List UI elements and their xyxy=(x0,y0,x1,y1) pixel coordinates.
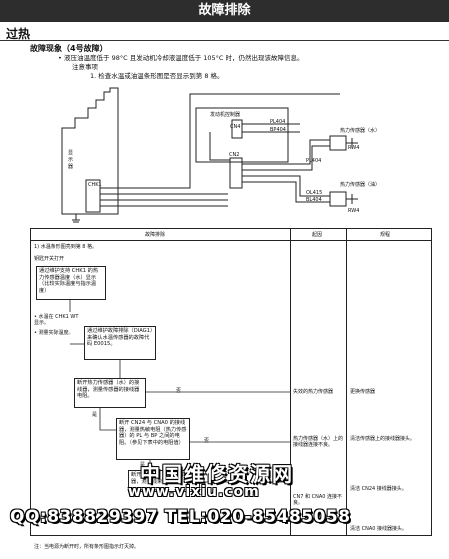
remedy-4: 清洁 CNA0 接线器接头。 xyxy=(350,526,408,532)
flow-box-4: 断开 CN24 与 CNA0 的接线器，测量热敏电阻（热力传感器）的 PL 与 … xyxy=(116,418,190,460)
table-intro-2: 钥匙开关打开 xyxy=(34,256,65,262)
conn-cn2-label: CN2 xyxy=(229,152,240,158)
remedy-1: 更换传感器 xyxy=(350,389,376,395)
sensor-oil-label: 热力传感器（油） xyxy=(340,182,381,188)
watermark-contact: QQ:838829397 TEL:020-85485058 xyxy=(10,507,351,527)
flow-box-5: 断开 CN7 与 CNA0 的接线器，测量线束电阻。 xyxy=(128,470,200,492)
fault-line-3: 1. 检查水温或油温条形图是否显示到第 8 格。 xyxy=(90,72,224,80)
connector-cn2 xyxy=(229,157,243,189)
remedy-2: 清洁传感器上的接线器接头。 xyxy=(350,436,416,442)
flow-yes-2: 是 xyxy=(140,462,146,468)
remedy-3: 清洁 CN24 接线器接头。 xyxy=(350,486,407,492)
page-header: 故障排除 xyxy=(0,0,449,22)
section-divider xyxy=(0,40,449,41)
cause-2: 热力传感器（水）上的接线器连接不良。 xyxy=(293,436,344,448)
flow-box-3: 断开热力传感器（水）的接线器，测量传感器的接线器电阻。 xyxy=(74,378,146,408)
watermark-site-cn: 中国维修资源网 xyxy=(140,462,294,486)
pin-mid-1: PL404 xyxy=(306,158,322,164)
cause-3: CN7 和 CNA0 连接不良。 xyxy=(293,494,343,506)
col-cause: 起因 xyxy=(312,232,323,238)
bullet: • xyxy=(58,54,62,62)
watermark-site-url: www.vixiu.com xyxy=(128,484,260,500)
flow-note-1a: • 水温在 CHK1 WT 显示。 xyxy=(34,314,79,326)
fault-line-2: 注意事项 xyxy=(72,63,98,71)
cause-1: 失效的热力传感器 xyxy=(293,389,334,395)
ecu-connector xyxy=(231,119,243,139)
flow-note-1b: • 测量实际温度。 xyxy=(34,330,74,336)
sensor-water-code: RW4 xyxy=(348,145,360,151)
section-title: 过热 xyxy=(6,27,31,41)
ecu-label: 发动机控制器 xyxy=(210,112,241,118)
pin-mid-3: BL404 xyxy=(306,197,322,203)
wiring-diagram xyxy=(61,87,358,223)
col-divider-1 xyxy=(290,228,291,536)
conn-cn4-label: CN4 xyxy=(230,124,241,130)
col-divider-2 xyxy=(346,228,347,536)
monitor-label: 显示器 xyxy=(68,150,74,170)
flow-box-2: 通过维护故障排除（DIAG1）来确认水温传感器的故障代码 E0015。 xyxy=(84,326,156,360)
table-intro-1: 1) 水温条形图亮到第 8 格。 xyxy=(34,244,98,250)
col-remedy: 规程 xyxy=(380,232,391,238)
flow-no-2: 否 xyxy=(204,438,210,444)
troubleshoot-table xyxy=(30,228,432,536)
sensor-oil-code: RW4 xyxy=(348,208,360,214)
flow-yes-1: 是 xyxy=(92,412,98,418)
fault-line-1: 液压油温度低于 98°C 且发动机冷却液温度低于 105°C 时，仍然出现该故障… xyxy=(64,54,304,62)
conn-chk1-label: CHK1 xyxy=(88,182,102,188)
fault-heading: 故障现象（4号故障） xyxy=(30,44,108,53)
table-header-line xyxy=(30,240,432,241)
sensor-water-label: 热力传感器（水） xyxy=(340,128,381,134)
pin-top-2: BP404 xyxy=(270,127,286,133)
connector-chk1 xyxy=(85,179,101,213)
flow-box-1: 通过维护支持 CHK1 的热力传感器温度（水）显示（比较实际温度与指示温度） xyxy=(36,266,106,300)
footnote: 注：当电源为断开时，所有条形图指示灯灭掉。 xyxy=(34,544,140,550)
flow-no-1: 否 xyxy=(176,388,182,394)
pin-mid-2: OL415 xyxy=(306,190,323,196)
monitor-unit xyxy=(61,87,119,215)
pin-top-1: PL404 xyxy=(270,119,286,125)
col-troubleshoot: 故障排除 xyxy=(145,232,166,238)
